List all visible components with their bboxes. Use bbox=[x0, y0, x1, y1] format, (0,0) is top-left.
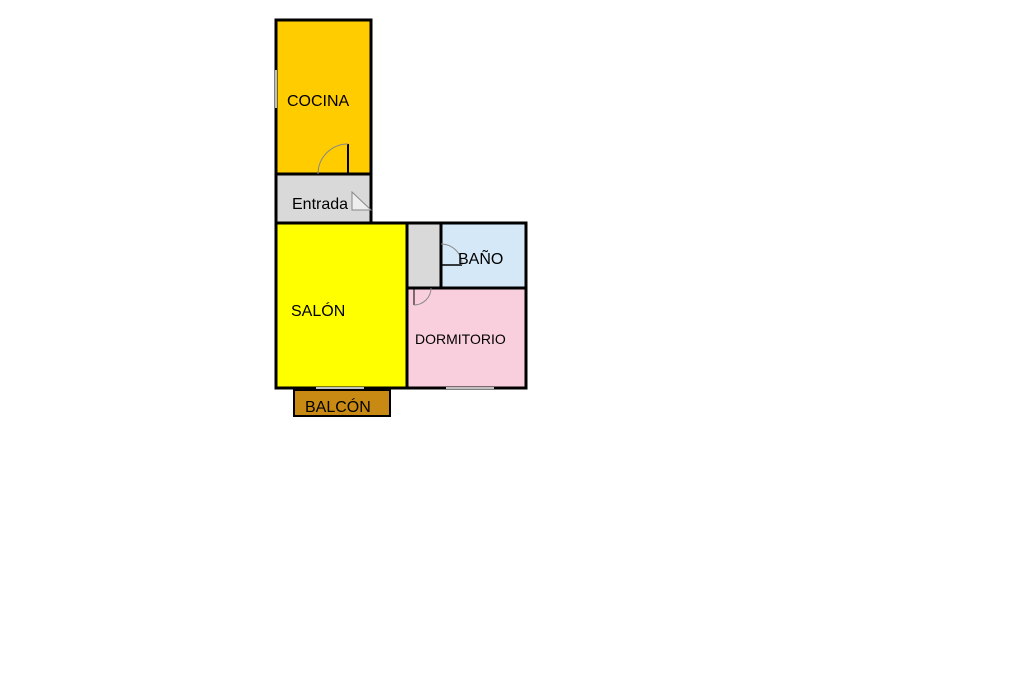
room-pasillo bbox=[407, 223, 441, 288]
label-salon: SALÓN bbox=[291, 301, 345, 320]
wall-main bbox=[274, 221, 528, 390]
label-entrada: Entrada bbox=[292, 196, 348, 213]
door-cocina bbox=[317, 143, 349, 175]
door-bano bbox=[440, 243, 463, 266]
wall-balcon bbox=[293, 389, 391, 417]
room-balcon bbox=[294, 390, 390, 416]
door-dormitorio bbox=[413, 287, 432, 306]
door-entrada bbox=[351, 190, 373, 211]
room-cocina bbox=[276, 20, 371, 174]
room-dormitorio bbox=[407, 288, 526, 388]
label-balcon: BALCÓN bbox=[305, 397, 371, 416]
label-bano: BAÑO bbox=[458, 248, 503, 268]
room-salon bbox=[276, 223, 407, 388]
room-bano bbox=[441, 223, 526, 288]
label-cocina: COCINA bbox=[287, 93, 350, 110]
label-dormitorio: DORMITORIO bbox=[415, 331, 506, 347]
